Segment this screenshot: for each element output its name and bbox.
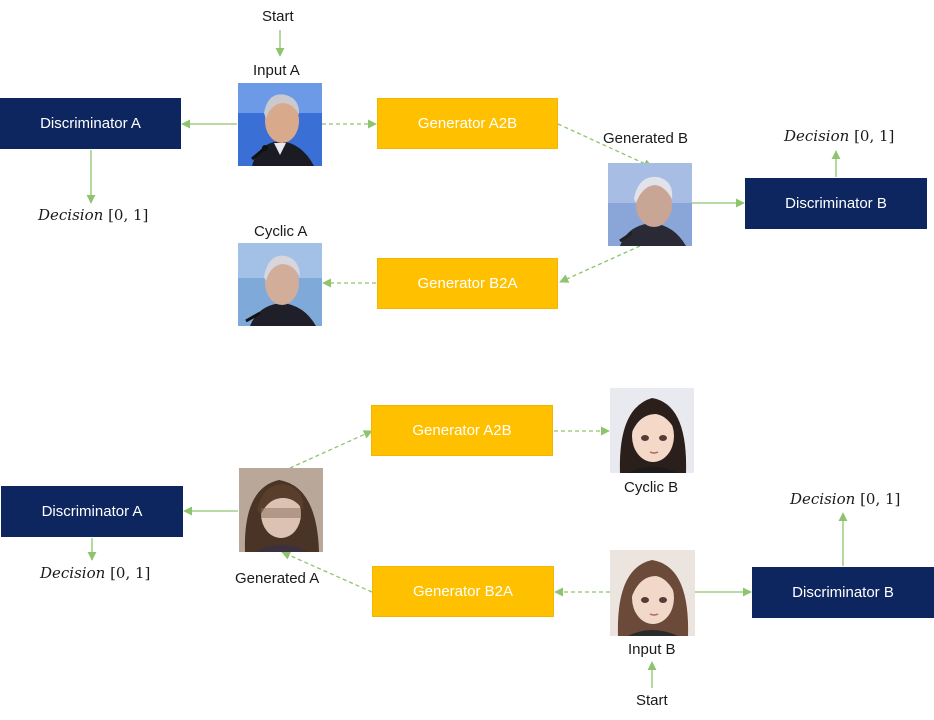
input-a-label: Input A [253, 62, 300, 79]
input-a-photo [238, 83, 322, 166]
decision-a-bottom: Decision [0, 1] [40, 564, 150, 582]
start-label-bottom: Start [636, 692, 668, 709]
decision-range: [0, 1] [110, 564, 151, 582]
discriminator-a-bottom: Discriminator A [1, 486, 183, 537]
generated-a-photo [239, 468, 323, 552]
decision-word: Decision [790, 490, 856, 508]
cyclic-b-photo [610, 388, 694, 473]
arrow-gen-a2b-to-gen-b [557, 123, 653, 168]
discriminator-b-bottom: Discriminator B [752, 567, 934, 618]
start-label-top: Start [262, 8, 294, 25]
generated-b-photo [608, 163, 692, 246]
decision-b-bottom: Decision [0, 1] [790, 490, 900, 508]
arrow-gen-b-to-gen-b2a [559, 245, 641, 283]
generator-b2a-top: Generator B2A [377, 258, 558, 309]
generator-b2a-bottom: Generator B2A [372, 566, 554, 617]
arrow-gen-a-to-gen-a2b [289, 430, 373, 469]
cyclic-a-photo [238, 243, 322, 326]
decision-word: Decision [40, 564, 106, 582]
decision-range: [0, 1] [854, 127, 895, 145]
discriminator-a-top: Discriminator A [0, 98, 181, 149]
decision-word: Decision [38, 206, 104, 224]
decision-word: Decision [784, 127, 850, 145]
decision-a-top: Decision [0, 1] [38, 206, 148, 224]
cyclic-b-label: Cyclic B [624, 479, 679, 496]
decision-range: [0, 1] [860, 490, 901, 508]
decision-range: [0, 1] [108, 206, 149, 224]
cyclic-a-label: Cyclic A [254, 223, 308, 240]
decision-b-top: Decision [0, 1] [784, 127, 894, 145]
discriminator-b-top: Discriminator B [745, 178, 927, 229]
input-b-label: Input B [628, 641, 676, 658]
generator-a2b-top: Generator A2B [377, 98, 558, 149]
input-b-photo [610, 550, 695, 636]
generated-a-label: Generated A [235, 570, 320, 587]
generated-b-label: Generated B [603, 130, 689, 147]
arrow-gen-b2a-to-gen-a [281, 551, 373, 593]
generator-a2b-bottom: Generator A2B [371, 405, 553, 456]
